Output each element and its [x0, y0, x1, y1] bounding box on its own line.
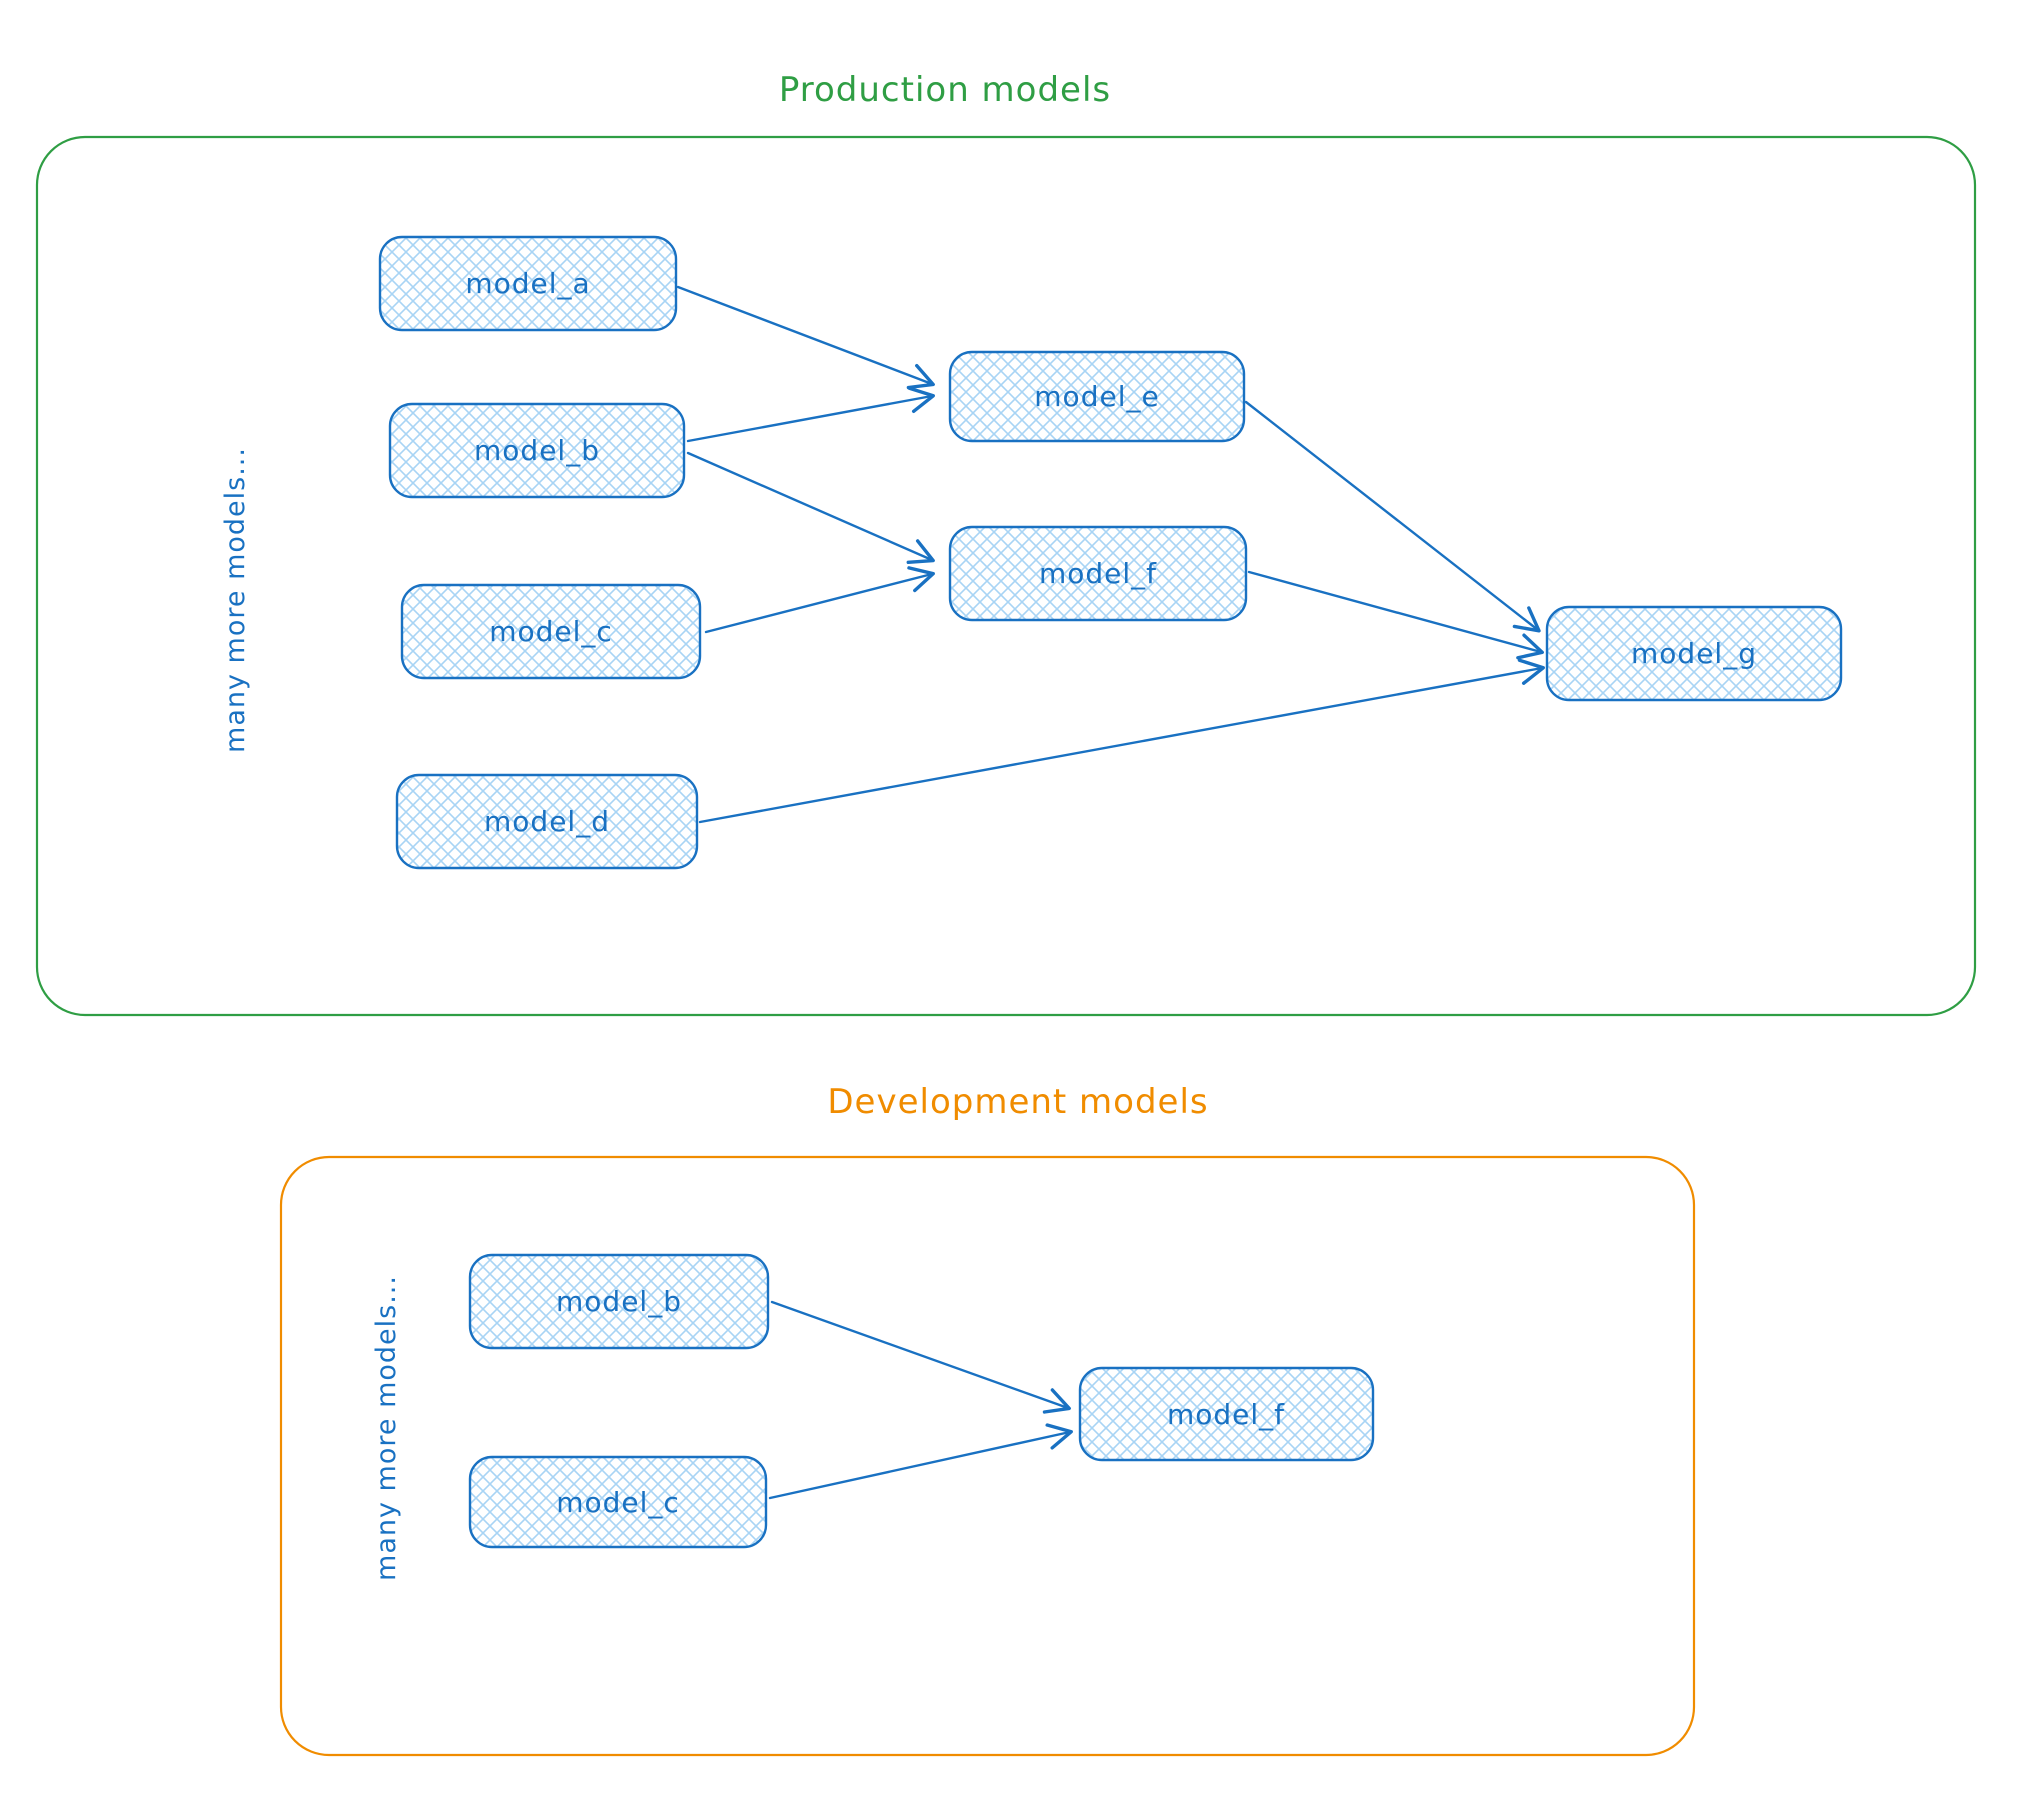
- edge-model_f-model_g: [1247, 570, 1544, 660]
- node-model_f-label: model_f: [1039, 557, 1157, 590]
- node-dev-model_f: model_f: [1078, 1366, 1375, 1462]
- production-section-title: Production models: [779, 70, 1111, 110]
- node-dev-model_f-box: [1078, 1366, 1375, 1462]
- node-dev-model_c: model_c: [468, 1455, 768, 1549]
- node-model_f-box: [948, 525, 1248, 622]
- node-model_a-label: model_a: [465, 267, 590, 300]
- edge-model_a-model_e: [676, 285, 935, 390]
- node-model_d: model_d: [395, 773, 699, 870]
- node-model_b-label: model_b: [474, 434, 600, 467]
- edge-model_b-model_f: [686, 451, 935, 565]
- production-nodes: model_a model_b model_c model_d model_e …: [378, 235, 1843, 870]
- node-model_b-box: [388, 402, 686, 499]
- node-model_d-label: model_d: [484, 805, 610, 838]
- edge-model_e-model_g: [1244, 400, 1541, 633]
- edge-dev-model_c-model_f: [768, 1423, 1073, 1500]
- edge-dev-model_b-model_f: [770, 1300, 1071, 1414]
- edge-model_d-model_g: [698, 658, 1545, 824]
- node-model_a-box: [378, 235, 678, 332]
- node-model_e-box: [948, 350, 1246, 443]
- development-side-label: many more models...: [371, 1275, 402, 1581]
- node-model_e: model_e: [948, 350, 1246, 443]
- development-nodes: model_b model_c model_f: [468, 1253, 1375, 1549]
- node-model_g: model_g: [1545, 605, 1843, 702]
- node-dev-model_c-box: [468, 1455, 768, 1549]
- production-side-label: many more models...: [220, 447, 251, 753]
- production-edges: [676, 285, 1545, 824]
- development-edges: [768, 1300, 1073, 1500]
- development-container: [279, 1155, 1696, 1757]
- node-model_e-label: model_e: [1034, 380, 1159, 413]
- edge-model_b-model_e: [686, 386, 935, 443]
- node-model_a: model_a: [378, 235, 678, 332]
- node-dev-model_b-label: model_b: [556, 1285, 682, 1318]
- node-dev-model_b-box: [468, 1253, 770, 1350]
- node-model_g-label: model_g: [1631, 637, 1757, 670]
- development-section-title: Development models: [827, 1082, 1208, 1122]
- node-model_f: model_f: [948, 525, 1248, 622]
- node-dev-model_b: model_b: [468, 1253, 770, 1350]
- node-model_c: model_c: [400, 583, 702, 680]
- node-model_c-box: [400, 583, 702, 680]
- edge-model_c-model_f: [704, 566, 935, 634]
- production-container: [35, 135, 1977, 1017]
- node-model_d-box: [395, 773, 699, 870]
- node-dev-model_c-label: model_c: [556, 1486, 680, 1519]
- node-model_b: model_b: [388, 402, 686, 499]
- node-model_c-label: model_c: [489, 615, 613, 648]
- node-dev-model_f-label: model_f: [1167, 1398, 1285, 1431]
- node-model_g-box: [1545, 605, 1843, 702]
